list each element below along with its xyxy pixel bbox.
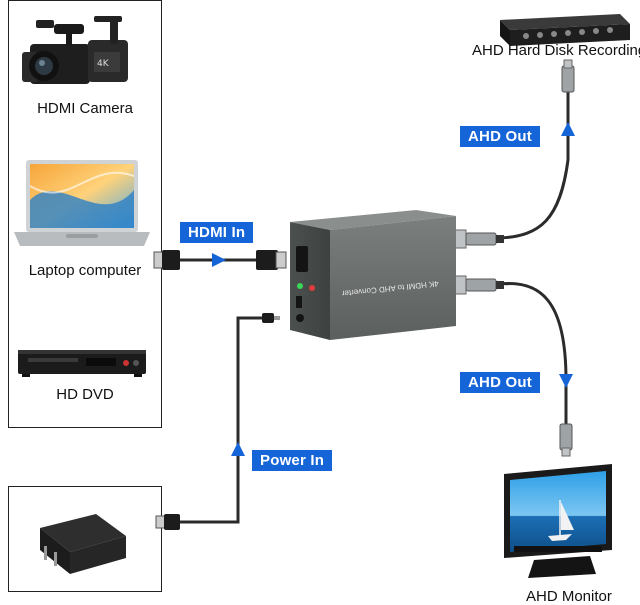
- camera-caption: HDMI Camera: [37, 100, 133, 117]
- hdmi-plug-right: [256, 250, 287, 270]
- signal-led: [309, 285, 315, 291]
- hdmi-plug-left: [153, 250, 180, 270]
- camera-icon: 4K: [22, 16, 128, 84]
- arrows: [212, 122, 575, 456]
- arrow-down-icon: [559, 374, 573, 388]
- dvd-player-icon: [18, 350, 146, 377]
- bnc-connector-bottom: [451, 275, 504, 295]
- dvd-caption: HD DVD: [56, 386, 114, 403]
- mode-switch: [296, 296, 302, 308]
- power-in-tag: Power In: [252, 450, 333, 471]
- usb-plug: [155, 514, 180, 530]
- cables: [166, 88, 570, 524]
- hdmi-port: [296, 246, 308, 272]
- bnc-plug-monitor: [559, 423, 573, 457]
- converter-box: [290, 210, 456, 340]
- svg-text:4K: 4K: [97, 59, 110, 69]
- recorder-caption: AHD Hard Disk Recording: [472, 42, 640, 59]
- power-adapter-icon: [40, 514, 126, 574]
- ahd-out-top-tag: AHD Out: [460, 126, 540, 147]
- power-led: [297, 283, 303, 289]
- arrow-right-icon: [212, 253, 226, 267]
- arrow-up-icon: [561, 122, 575, 136]
- dc-plug: [262, 313, 280, 323]
- laptop-caption: Laptop computer: [28, 262, 142, 279]
- ahd-out-bottom-tag: AHD Out: [460, 372, 540, 393]
- dc-port: [296, 314, 304, 322]
- recorder-icon: [500, 14, 630, 46]
- monitor-caption: AHD Monitor: [526, 588, 612, 605]
- monitor-icon: [504, 464, 612, 578]
- bnc-plug-recorder: [561, 59, 575, 93]
- hdmi-in-tag: HDMI In: [180, 222, 254, 243]
- bnc-connector-top: [451, 229, 504, 249]
- laptop-icon: [14, 160, 150, 246]
- arrow-up-icon: [231, 442, 245, 456]
